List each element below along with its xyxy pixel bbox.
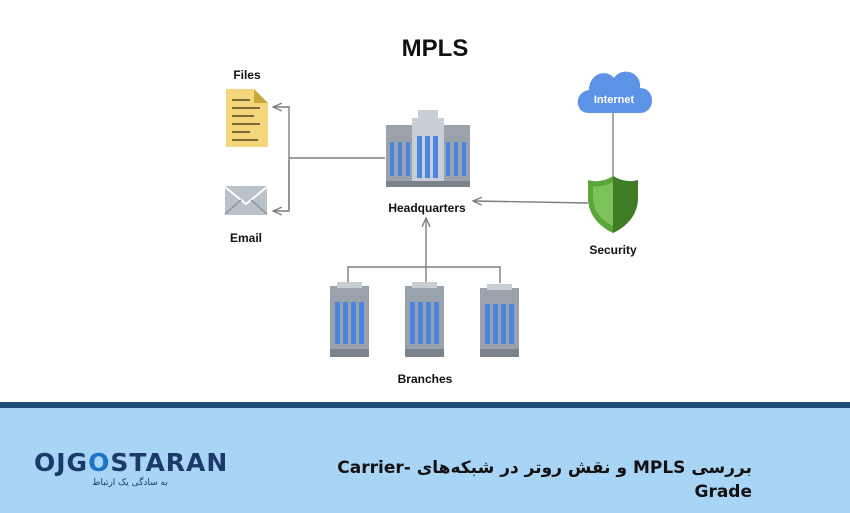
files-label: Files	[233, 68, 261, 82]
diagram-title: MPLS	[402, 35, 469, 62]
headquarters-label: Headquarters	[388, 201, 466, 215]
cloud-icon: Internet	[577, 71, 652, 113]
logo-part-1: OJG	[34, 448, 89, 477]
logo-part-2: STARAN	[110, 448, 229, 477]
branches-bracket-line	[347, 266, 501, 283]
security-label: Security	[589, 243, 637, 257]
connectors	[273, 107, 614, 283]
logo-tagline: به سادگی یک ارتباط	[92, 478, 168, 488]
article-title: بررسی MPLS و نقش روتر در شبکه‌های Carrie…	[337, 458, 752, 502]
logo-gear-letter: O	[88, 448, 111, 477]
branches-label: Branches	[398, 372, 453, 386]
document-icon	[226, 89, 268, 147]
branch-building-icon-2	[405, 282, 444, 357]
brand-logo: OJGOSTARAN به سادگی یک ارتباط	[34, 448, 227, 496]
envelope-icon	[224, 186, 268, 215]
branch-building-icon-1	[330, 282, 369, 357]
mpls-diagram: MPLS Files	[224, 35, 652, 386]
footer-divider	[0, 402, 850, 408]
branch-building-icon-3	[480, 284, 519, 357]
shield-to-hq-arrow	[473, 201, 589, 203]
logo-wordmark: OJGOSTARAN	[34, 448, 228, 478]
internet-label: Internet	[594, 94, 635, 106]
bracket-to-email-arrow	[273, 160, 290, 211]
email-label: Email	[230, 231, 262, 245]
bracket-to-files-arrow	[273, 107, 290, 210]
footer-banner: OJGOSTARAN به سادگی یک ارتباط بررسی MPLS…	[0, 408, 850, 513]
shield-icon	[588, 176, 638, 233]
headquarters-building-icon	[386, 110, 470, 187]
